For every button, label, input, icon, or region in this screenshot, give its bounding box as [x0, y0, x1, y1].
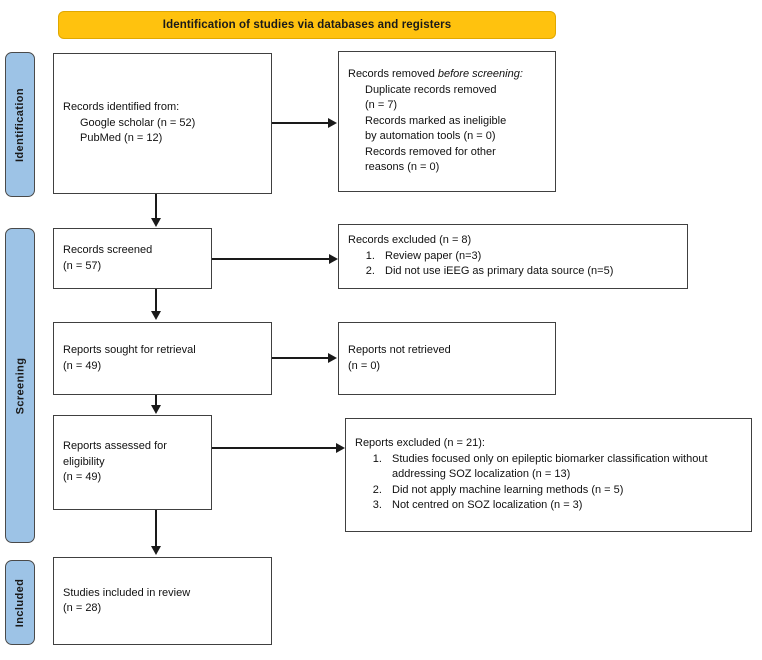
- records-removed-line-5: Records removed for other: [365, 145, 496, 158]
- studies-included-line-1: Studies included in review: [63, 586, 191, 599]
- records-removed-line-3: Records marked as ineligible: [365, 114, 507, 127]
- section-banner-identification: Identification of studies via databases …: [58, 11, 556, 39]
- connector-sought-to-not-retrieved: [272, 357, 329, 359]
- records-screened-line-2: (n = 57): [63, 259, 102, 272]
- connector-identified-to-screened: [155, 194, 157, 220]
- stage-tab-screening-label: Screening: [14, 357, 27, 414]
- stage-tab-included: Included: [5, 560, 35, 645]
- arrow-right-icon: [328, 118, 337, 128]
- records-removed-heading: Records removed before screening:: [348, 67, 546, 83]
- list-item: Did not use iEEG as primary data source …: [378, 264, 678, 280]
- studies-included-line-2: (n = 28): [63, 602, 102, 614]
- reports-not-retrieved-line-1: Reports not retrieved: [348, 344, 451, 356]
- records-excluded-list: Review paper (n=3) Did not use iEEG as p…: [348, 249, 678, 280]
- box-reports-excluded-eligibility: Reports excluded (n = 21): Studies focus…: [345, 418, 752, 532]
- box-reports-assessed-for-eligibility: Reports assessed for eligibility (n = 49…: [53, 415, 212, 510]
- box-studies-included-in-review: Studies included in review (n = 28): [53, 557, 272, 645]
- records-removed-line-1: Duplicate records removed: [365, 83, 497, 96]
- banner-title: Identification of studies via databases …: [162, 19, 452, 31]
- reports-excluded-list: Studies focused only on epileptic biomar…: [355, 452, 742, 514]
- list-item: Did not apply machine learning methods (…: [385, 483, 742, 499]
- box-records-excluded-screening: Records excluded (n = 8) Review paper (n…: [338, 224, 688, 289]
- reports-assessed-line-2: (n = 49): [63, 471, 102, 484]
- list-item: Not centred on SOZ localization (n = 3): [385, 498, 742, 514]
- reports-excluded-heading: Reports excluded (n = 21):: [355, 437, 485, 450]
- connector-assessed-to-included: [155, 510, 157, 548]
- arrow-down-icon: [151, 218, 161, 227]
- connector-sought-to-assessed: [155, 395, 157, 407]
- arrow-down-icon: [151, 546, 161, 555]
- connector-screened-to-excluded: [212, 258, 330, 260]
- stage-tab-screening: Screening: [5, 228, 35, 543]
- box-records-removed-before-screening: Records removed before screening: Duplic…: [338, 51, 556, 192]
- reports-not-retrieved-line-2: (n = 0): [348, 359, 381, 372]
- list-item: Review paper (n=3): [378, 249, 678, 265]
- records-removed-line-6: reasons (n = 0): [365, 161, 440, 174]
- connector-screened-to-sought: [155, 289, 157, 313]
- reports-sought-line-1: Reports sought for retrieval: [63, 344, 196, 356]
- records-removed-heading-colon: :: [519, 68, 523, 81]
- records-removed-line-4: by automation tools (n = 0): [365, 130, 496, 143]
- records-removed-heading-lead: Records removed: [348, 68, 438, 81]
- records-identified-line-2: Google scholar (n = 52): [80, 116, 196, 129]
- records-identified-line-3: PubMed (n = 12): [80, 132, 163, 145]
- box-reports-not-retrieved: Reports not retrieved (n = 0): [338, 322, 556, 395]
- stage-tab-identification: Identification: [5, 52, 35, 197]
- connector-identified-to-removed: [272, 122, 329, 124]
- arrow-right-icon: [328, 353, 337, 363]
- box-records-identified: Records identified from: Google scholar …: [53, 53, 272, 194]
- reports-sought-line-2: (n = 49): [63, 359, 102, 372]
- arrow-down-icon: [151, 311, 161, 320]
- arrow-right-icon: [329, 254, 338, 264]
- box-records-screened: Records screened (n = 57): [53, 228, 212, 289]
- reports-assessed-line-1: Reports assessed for eligibility: [63, 440, 170, 468]
- box-reports-sought-for-retrieval: Reports sought for retrieval (n = 49): [53, 322, 272, 395]
- records-identified-line-1: Records identified from:: [63, 101, 180, 114]
- records-removed-heading-emphasis: before screening: [437, 68, 520, 81]
- arrow-down-icon: [151, 405, 161, 414]
- stage-tab-included-label: Included: [14, 578, 26, 627]
- arrow-right-icon: [336, 443, 345, 453]
- stage-tab-identification-label: Identification: [14, 87, 27, 162]
- list-item: Studies focused only on epileptic biomar…: [385, 452, 742, 483]
- records-screened-line-1: Records screened: [63, 244, 153, 256]
- records-excluded-heading: Records excluded (n = 8): [348, 234, 472, 247]
- connector-assessed-to-excluded: [212, 447, 337, 449]
- records-removed-line-2: (n = 7): [365, 99, 398, 112]
